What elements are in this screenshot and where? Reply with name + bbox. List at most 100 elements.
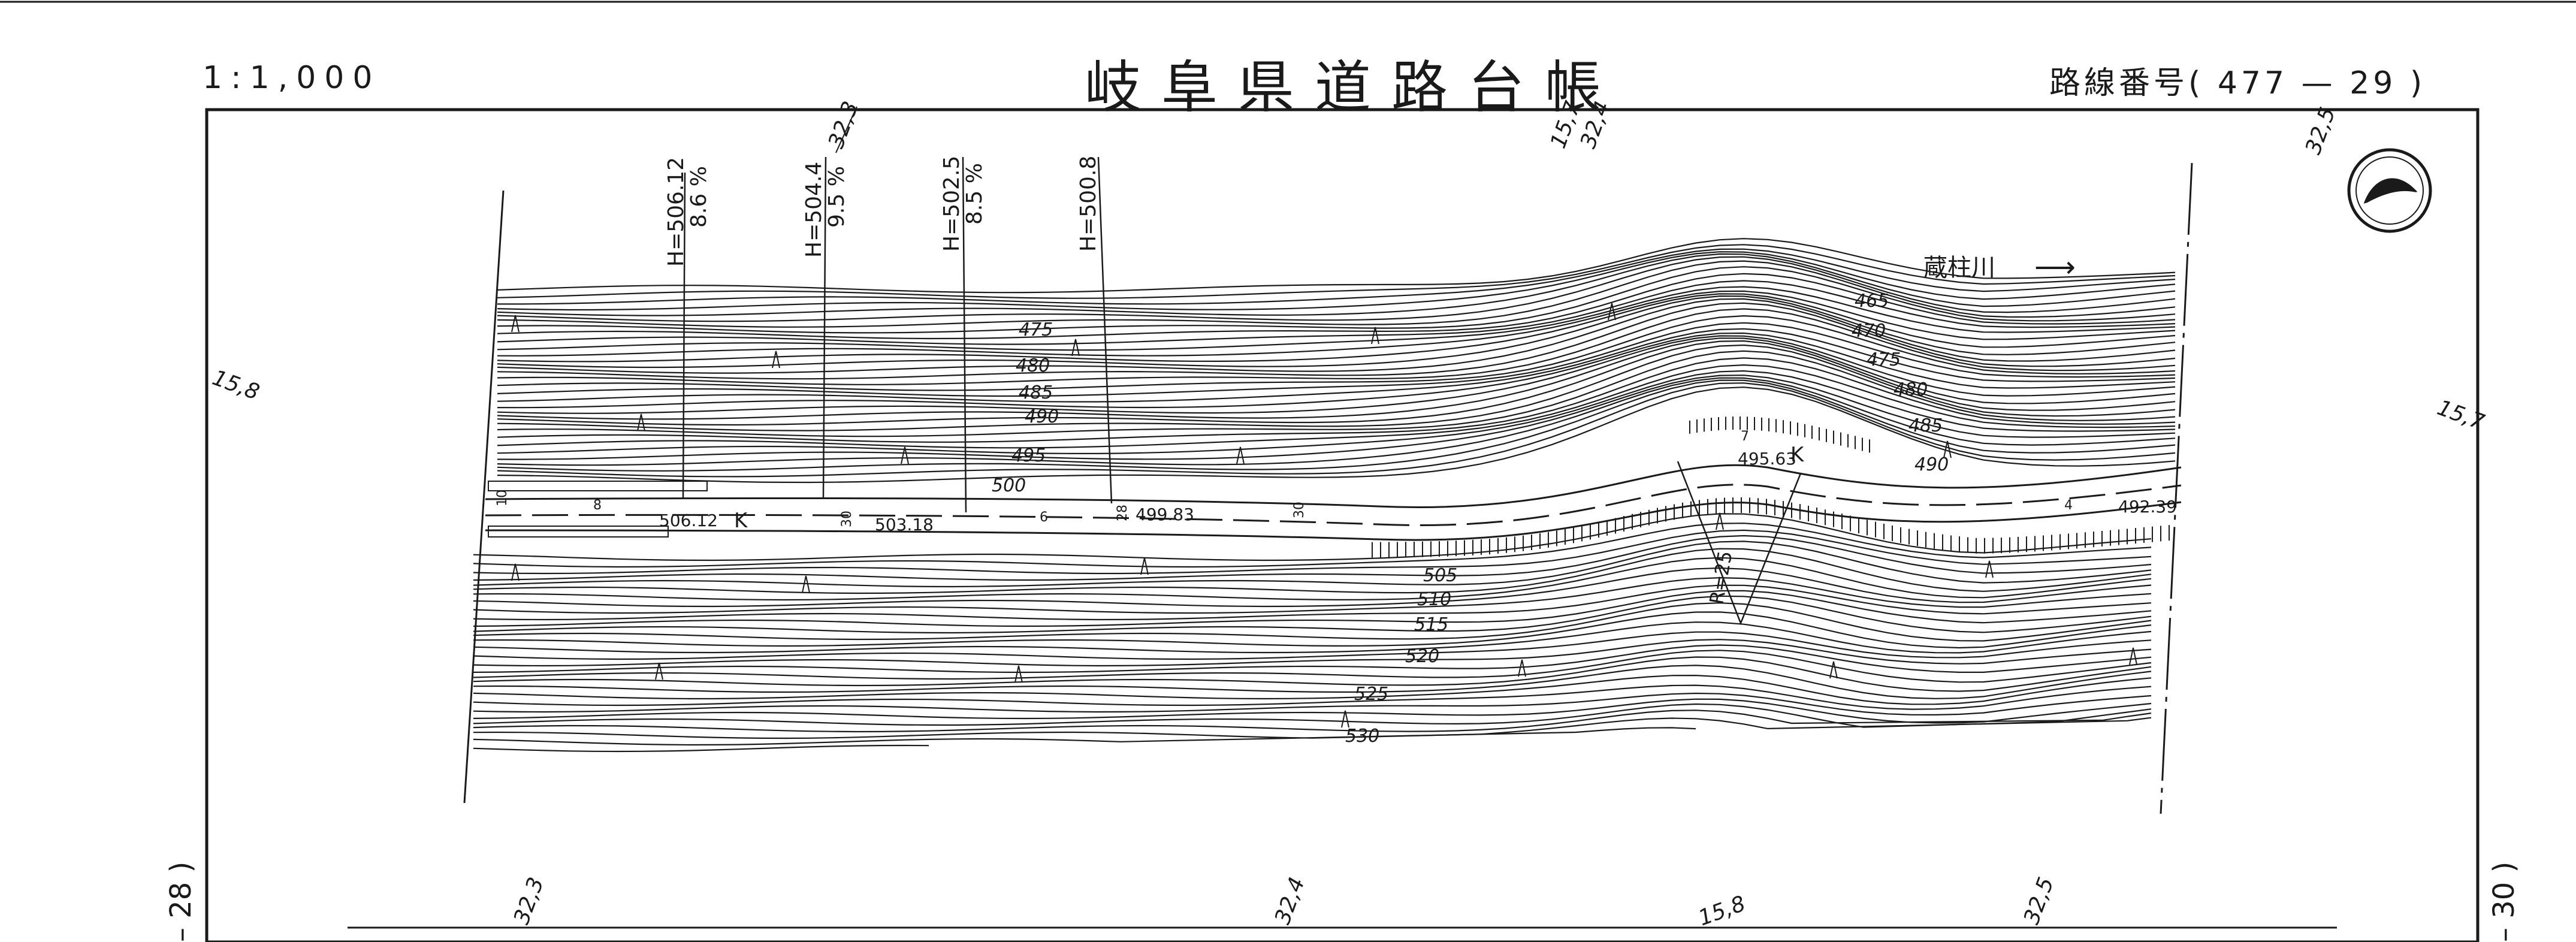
- station-mark: 30: [839, 511, 854, 527]
- route-number: 477 — 29: [2217, 65, 2397, 101]
- top-mark-1: 32,3: [824, 98, 863, 152]
- contour-line: [497, 337, 2176, 420]
- top-marks: 32,3 15,7 32,4 32,5: [824, 98, 2341, 158]
- profile-line-4: [1097, 156, 1113, 504]
- vegetation-mark: [1341, 710, 1349, 728]
- bottom-marks: 32,3 32,4 15,8 32,5: [509, 874, 2059, 931]
- contour-line: [497, 335, 2176, 414]
- contour-line: [473, 548, 2152, 594]
- bottom-mark-2: 32,4: [1270, 874, 1310, 928]
- profile-h-2: H=504.4: [802, 162, 826, 258]
- contour-label: 470: [1852, 321, 1886, 342]
- north-arrow-icon: [2347, 148, 2432, 233]
- contour-label: 490: [1025, 406, 1059, 427]
- station-mark: 28: [1115, 505, 1130, 521]
- contour-line: [473, 709, 2152, 733]
- contour-line: [473, 557, 2152, 601]
- right-boundary-line: [2160, 162, 2193, 814]
- station-mark: 10: [495, 490, 510, 506]
- contour-line: [473, 631, 2152, 660]
- contour-line: [497, 332, 2176, 409]
- contour-label: 495: [1011, 445, 1046, 466]
- vegetation-mark: [637, 413, 645, 431]
- contour-line: [473, 650, 2152, 683]
- contour-label: 465: [1855, 291, 1889, 312]
- profile-h-4: H=500.8: [1076, 156, 1101, 252]
- contour-line: [497, 238, 2176, 294]
- vegetation-mark: [1140, 557, 1149, 575]
- contour-line: [473, 590, 2152, 627]
- left-boundary-line: [463, 190, 505, 804]
- vegetation-mark: [1829, 661, 1838, 679]
- station-mark: 4: [2064, 498, 2073, 513]
- contour-line: [473, 567, 2152, 608]
- contour-line: [497, 370, 2176, 454]
- vegetation-mark: [511, 315, 520, 333]
- contour-line: [473, 644, 2152, 674]
- contour-line: [473, 717, 2152, 739]
- contour-line: [497, 290, 2176, 357]
- prev-sheet-ref: – 28 ): [164, 862, 198, 942]
- contour-line: [497, 273, 2176, 340]
- road-edge-upper: [485, 464, 2182, 508]
- road-elevations: 506.12 503.18 499.83 495.63 492.39 K K: [659, 443, 2177, 535]
- contour-line: [497, 322, 2176, 397]
- road-edge-lower: [485, 501, 2182, 541]
- river-label: 蔵柱川: [1923, 254, 1995, 282]
- contour-line: [497, 302, 2176, 380]
- vegetation-symbols: [511, 303, 2137, 728]
- vegetation-mark: [802, 575, 810, 593]
- contour-line: [473, 692, 2152, 716]
- contour-line: [473, 602, 2152, 642]
- bottom-mark-1: 32,3: [509, 874, 549, 928]
- contour-label: 475: [1019, 319, 1053, 340]
- contour-line: [497, 253, 2176, 316]
- contour-line: [497, 286, 2176, 351]
- vegetation-mark: [511, 563, 520, 581]
- vegetation-mark: [1985, 560, 1994, 578]
- curve-radius-lines: [1677, 461, 1802, 626]
- contour-label: 485: [1908, 415, 1943, 436]
- contour-line: [497, 308, 2176, 385]
- contour-line: [497, 357, 2176, 443]
- contour-label: 480: [1894, 379, 1928, 400]
- profile-h-1: H=506.12: [664, 157, 688, 267]
- contour-label: 505: [1423, 565, 1457, 586]
- contour-label: 510: [1417, 589, 1451, 610]
- road-mark: K: [1790, 443, 1805, 467]
- contour-line: [473, 639, 2152, 667]
- contour-line: [473, 674, 2152, 705]
- bottom-mark-4: 32,5: [2019, 874, 2059, 928]
- contour-line: [497, 260, 2176, 328]
- vegetation-mark: [2129, 647, 2137, 665]
- side-mark-right: 15,7: [2434, 395, 2487, 435]
- next-sheet-ref: – 30 ): [2487, 862, 2521, 942]
- contour-line: [473, 535, 2152, 581]
- vegetation-mark: [1943, 440, 1952, 458]
- contour-line: [473, 684, 2152, 710]
- route-label-suffix: ): [2409, 65, 2426, 101]
- contour-line: [497, 344, 2176, 431]
- contour-line: [497, 382, 2176, 478]
- vegetation-mark: [1371, 327, 1379, 345]
- contour-line: [497, 266, 2176, 334]
- contour-label: 525: [1354, 684, 1388, 705]
- contour-label: 480: [1016, 355, 1050, 376]
- contour-line: [473, 529, 2152, 575]
- contour-line: [497, 280, 2176, 345]
- contour-line: [473, 523, 2152, 568]
- station-mark: 30: [1292, 502, 1307, 518]
- contour-line: [497, 256, 2176, 322]
- vegetation-mark: [772, 351, 780, 369]
- road-centerline: [485, 484, 2182, 527]
- contour-line: [497, 244, 2176, 299]
- route-number-label: 路線番号( 477 — 29 ): [2049, 58, 2426, 102]
- profile-line-3: [962, 156, 967, 513]
- contour-line: [473, 744, 929, 753]
- map-scale: 1:1,000: [203, 60, 381, 96]
- contour-label: 520: [1405, 646, 1439, 667]
- contour-line: [497, 251, 2176, 311]
- contour-label: 530: [1345, 726, 1379, 747]
- station-marks: 10 8 30 6 28 30 7 4: [495, 429, 2073, 527]
